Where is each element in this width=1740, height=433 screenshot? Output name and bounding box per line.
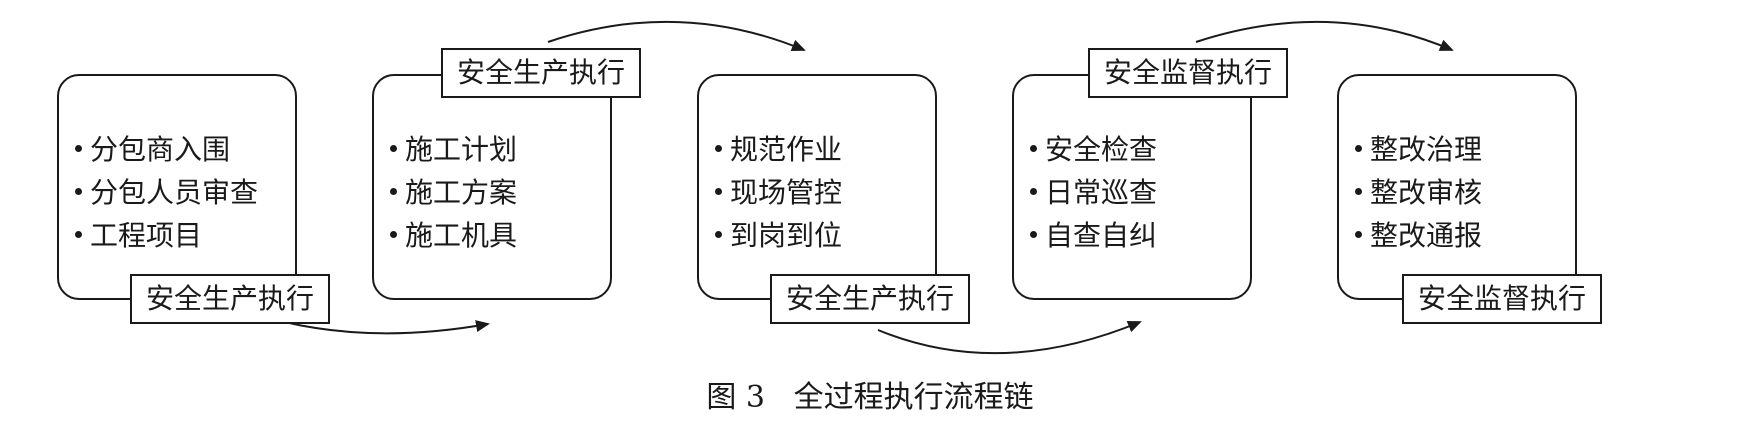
phase-label-3: 安全生产执行	[770, 274, 971, 324]
bullet-icon	[390, 145, 397, 152]
bullet-icon	[1030, 145, 1037, 152]
flow-arrow-3	[877, 321, 1142, 355]
list-item: 到岗到位	[715, 214, 842, 257]
bullet-icon	[75, 188, 82, 195]
bullet-icon	[1355, 145, 1362, 152]
bullet-icon	[715, 231, 722, 238]
bullet-icon	[1030, 231, 1037, 238]
bullet-icon	[1355, 231, 1362, 238]
bullet-icon	[390, 231, 397, 238]
list-item: 安全检查	[1030, 128, 1157, 171]
phase-label-5: 安全监督执行	[1402, 274, 1603, 324]
figure-title: 全过程执行流程链	[793, 380, 1034, 415]
stage-5-item-list: 整改治理 整改审核 整改通报	[1355, 128, 1482, 257]
list-item: 施工方案	[390, 171, 517, 214]
bullet-icon	[1355, 188, 1362, 195]
stage-box-1: 分包商入围 分包人员审查 工程项目	[57, 74, 297, 300]
flow-arrow-4	[1195, 20, 1454, 51]
bullet-icon	[1030, 188, 1037, 195]
list-item: 分包商入围	[75, 128, 258, 171]
bullet-icon	[75, 231, 82, 238]
stage-4-item-list: 安全检查 日常巡查 自查自纠	[1030, 128, 1157, 257]
stage-box-3: 规范作业 现场管控 到岗到位	[697, 74, 937, 300]
list-item: 工程项目	[75, 214, 258, 257]
list-item: 自查自纠	[1030, 214, 1157, 257]
list-item: 整改通报	[1355, 214, 1482, 257]
stage-2-item-list: 施工计划 施工方案 施工机具	[390, 128, 517, 257]
stage-box-2: 施工计划 施工方案 施工机具	[372, 74, 612, 300]
stage-box-5: 整改治理 整改审核 整改通报	[1337, 74, 1577, 300]
list-item: 规范作业	[715, 128, 842, 171]
list-item: 分包人员审查	[75, 171, 258, 214]
list-item: 施工计划	[390, 128, 517, 171]
list-item: 整改治理	[1355, 128, 1482, 171]
list-item: 现场管控	[715, 171, 842, 214]
list-item: 施工机具	[390, 214, 517, 257]
figure-caption: 图 3 全过程执行流程链	[0, 378, 1740, 418]
stage-3-item-list: 规范作业 现场管控 到岗到位	[715, 128, 842, 257]
bullet-icon	[715, 145, 722, 152]
list-item: 整改审核	[1355, 171, 1482, 214]
stage-1-item-list: 分包商入围 分包人员审查 工程项目	[75, 128, 258, 257]
bullet-icon	[75, 145, 82, 152]
phase-label-2: 安全生产执行	[441, 48, 642, 98]
phase-label-1: 安全生产执行	[130, 274, 331, 324]
list-item: 日常巡查	[1030, 171, 1157, 214]
bullet-icon	[390, 188, 397, 195]
flow-arrow-2	[547, 20, 806, 51]
figure-number: 图 3	[706, 380, 765, 415]
phase-label-4: 安全监督执行	[1088, 48, 1289, 98]
bullet-icon	[715, 188, 722, 195]
stage-box-4: 安全检查 日常巡查 自查自纠	[1012, 74, 1252, 300]
